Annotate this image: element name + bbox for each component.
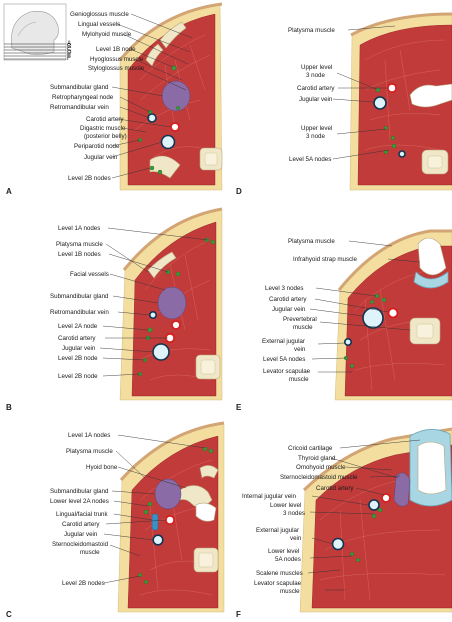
label-level-3-nodes-e: Level 3 nodes <box>265 285 304 292</box>
label-sternocleidomastoid-muscle-f: Sternocleidomastoid muscle <box>280 474 358 481</box>
panel-b: Level 1A nodes Platysma muscle Level 1B … <box>6 207 223 412</box>
panel-d: Platysma muscle Upper level 3 node Carot… <box>236 12 452 196</box>
label-omohyoid-muscle: Omohyoid muscle <box>296 464 346 471</box>
panel-a: A B C D E F Genioglossus muscle Lingual … <box>3 2 223 196</box>
label-platysma-muscle-b: Platysma muscle <box>56 241 103 248</box>
label-level-2b-nodes-a: Level 2B nodes <box>68 175 111 182</box>
label-3-node-d1: 3 node <box>306 72 325 79</box>
label-level-1b-node: Level 1B node <box>96 46 136 53</box>
inset-level-c: C <box>67 46 72 53</box>
panel-letter-e: E <box>236 403 242 412</box>
label-lower-level-f1: Lower level <box>270 502 301 509</box>
label-lingual-vessels: Lingual vessels <box>78 21 120 28</box>
label-facial-vessels: Facial vessels <box>70 271 109 278</box>
label-retropharyngeal-node: Retropharyngeal node <box>52 94 114 101</box>
inset-level-e: E <box>67 52 71 59</box>
label-periparotid-node: Periparotid node <box>74 143 120 150</box>
label-upper-level-d2: Upper level <box>301 125 332 132</box>
label-submandibular-gland-a: Submandibular gland <box>50 84 109 91</box>
label-jugular-vein-b: Jugular vein <box>62 345 96 352</box>
panel-f: Cricoid cartilage Thyroid gland Omohyoid… <box>236 427 452 619</box>
label-level-2a-node: Level 2A node <box>58 323 98 330</box>
label-hyoid-bone: Hyoid bone <box>86 464 118 471</box>
label-3-node-d2: 3 node <box>306 133 325 140</box>
label-level-2b-node-b1: Level 2B node <box>58 355 98 362</box>
label-5a-nodes-f: 5A nodes <box>275 556 301 563</box>
inset-level-d: D <box>67 49 72 56</box>
label-level-1a-nodes-b: Level 1A nodes <box>58 225 100 232</box>
panel-c: Level 1A nodes Platysma muscle Hyoid bon… <box>6 421 225 619</box>
label-submandibular-gland-c: Submandibular gland <box>50 488 109 495</box>
label-level-1a-nodes-c: Level 1A nodes <box>68 432 110 439</box>
label-levator-scapulae-muscle-f: muscle <box>280 588 300 595</box>
label-prevertebral-e: Prevertebral <box>283 316 317 323</box>
label-genioglossus-muscle: Genioglossus muscle <box>70 11 129 18</box>
label-posterior-belly: (posterior belly) <box>84 133 127 140</box>
label-carotid-artery-c: Carotid artery <box>62 521 100 528</box>
label-level-2b-nodes-c: Level 2B nodes <box>62 580 105 587</box>
label-infrahyoid-strap-muscle: Infrahyoid strap muscle <box>293 256 358 263</box>
label-sternocleidomastoid-c: Sternocleidomastoid <box>52 541 109 548</box>
label-level-5a-nodes-d: Level 5A nodes <box>289 156 331 163</box>
label-thyroid-gland: Thyroid gland <box>298 455 336 462</box>
label-level-5a-nodes-e: Level 5A nodes <box>263 356 305 363</box>
panel-e: Platysma muscle Infrahyoid strap muscle … <box>236 229 452 412</box>
label-internal-jugular-vein: Internal jugular vein <box>242 493 297 500</box>
label-retromandibular-vein-a: Retromandibular vein <box>50 104 109 111</box>
label-carotid-artery-b: Carotid artery <box>58 335 96 342</box>
label-prevertebral-muscle-e: muscle <box>293 324 313 331</box>
panel-letter-b: B <box>6 403 12 412</box>
panel-letter-f: F <box>236 610 241 619</box>
label-jugular-vein-a: Jugular vein <box>84 154 118 161</box>
label-sternocleidomastoid-muscle-c: muscle <box>80 549 100 556</box>
label-submandibular-gland-b: Submandibular gland <box>50 293 109 300</box>
label-jugular-vein-e: Jugular vein <box>272 306 306 313</box>
label-external-jugular-f: External jugular <box>256 527 299 534</box>
label-carotid-artery-d: Carotid artery <box>297 85 335 92</box>
inset-level-a: A <box>67 40 72 47</box>
label-carotid-artery-e: Carotid artery <box>269 296 307 303</box>
label-mylohyoid-muscle: Mylohyoid muscle <box>82 31 132 38</box>
label-carotid-artery-a: Carotid artery <box>86 116 124 123</box>
panel-letter-d: D <box>236 187 242 196</box>
label-carotid-artery-f: Carotid artery <box>316 485 354 492</box>
label-jugular-vein-c: Jugular vein <box>64 531 98 538</box>
label-lower-level-f2: Lower level <box>268 548 299 555</box>
label-external-jugular-vein-f: vein <box>290 535 302 542</box>
orientation-inset: A B C D E F <box>3 3 72 62</box>
label-digastric-muscle: Digastric muscle <box>80 125 126 132</box>
label-styloglossus-muscle: Styloglossus muscle <box>88 65 145 72</box>
label-level-1b-nodes-b: Level 1B nodes <box>58 251 101 258</box>
panel-letter-a: A <box>6 187 12 196</box>
label-platysma-muscle-e: Platysma muscle <box>288 238 335 245</box>
label-scalene-muscles: Scalene muscles <box>256 570 303 577</box>
label-levator-scapulae-e: Levator scapulae <box>263 368 311 375</box>
label-external-jugular-vein-e: vein <box>294 346 306 353</box>
label-hyoglossus-muscle: Hyoglossus muscle <box>90 56 144 63</box>
label-levator-scapulae-f: Levator scapulae <box>254 580 302 587</box>
inset-level-f: F <box>67 55 71 62</box>
label-levator-scapulae-muscle-e: muscle <box>289 376 309 383</box>
label-upper-level-d1: Upper level <box>301 64 332 71</box>
panel-letter-c: C <box>6 610 12 619</box>
inset-level-b: B <box>67 43 71 50</box>
label-platysma-muscle-d: Platysma muscle <box>288 27 335 34</box>
label-lower-level-2a-nodes: Lower level 2A nodes <box>50 498 109 505</box>
label-lingual-facial-trunk: Lingual/facial trunk <box>56 511 108 518</box>
label-platysma-muscle-c: Platysma muscle <box>66 448 113 455</box>
label-jugular-vein-d: Jugular vein <box>299 96 333 103</box>
label-3-nodes-f: 3 nodes <box>283 510 305 517</box>
label-retromandibular-vein-b: Retromandibular vein <box>50 309 109 316</box>
label-level-2b-node-b2: Level 2B node <box>58 373 98 380</box>
label-external-jugular-e: External jugular <box>262 338 305 345</box>
label-cricoid-cartilage: Cricoid cartilage <box>288 445 333 452</box>
